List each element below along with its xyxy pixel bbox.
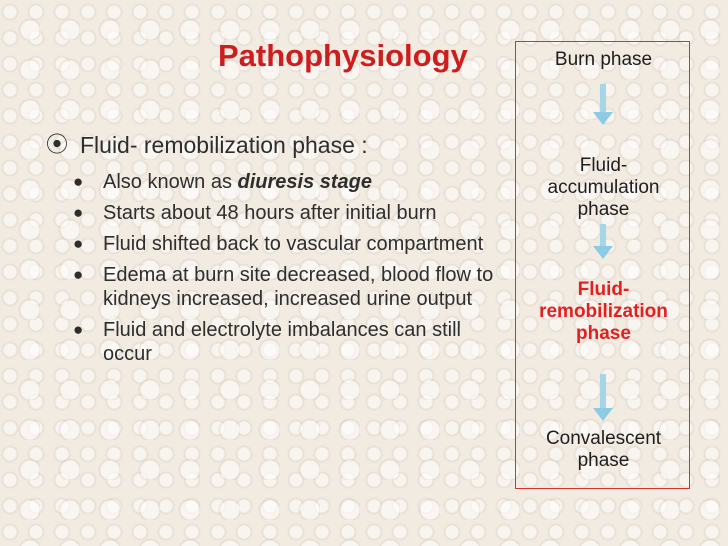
slide-title-text: Pathophysiology [218, 38, 468, 73]
sub-bullet-text: Fluid and electrolyte imbalances can sti… [103, 319, 461, 365]
sub-bullet: ● Fluid shifted back to vascular compart… [46, 232, 506, 256]
step-convalescent: Convalescent phase [545, 428, 662, 471]
step-fluid-accumulation: Fluid- accumulation phase [547, 155, 660, 220]
bullet-dot-icon: ● [73, 320, 84, 339]
sub-bullet: ● Also known as diuresis stage [46, 170, 506, 194]
sub-bullet-prefix: Also known as [103, 171, 238, 193]
bullet-dot-icon: ● [73, 172, 84, 191]
sub-bullet: ● Fluid and electrolyte imbalances can s… [46, 318, 506, 366]
bullet-dot-icon: ● [73, 203, 84, 222]
sub-bullet-text: Starts about 48 hours after initial burn [103, 202, 437, 224]
sub-bullet-text: Edema at burn site decreased, blood flow… [103, 264, 494, 310]
sub-bullet: ● Edema at burn site decreased, blood fl… [46, 263, 506, 311]
bullet-dot-icon: ● [73, 265, 84, 284]
sub-bullet: ● Starts about 48 hours after initial bu… [46, 201, 506, 225]
bullet-list: ⦿ Fluid- remobilization phase : ● Also k… [46, 130, 506, 373]
main-bullet: ⦿ Fluid- remobilization phase : [46, 130, 506, 160]
main-bullet-text: Fluid- remobilization phase : [80, 132, 368, 158]
phase-flowchart: Burn phase Fluid- accumulation phase Flu… [515, 41, 690, 489]
sub-bullet-text: Fluid shifted back to vascular compartme… [103, 233, 484, 255]
circled-dot-bullet-icon: ⦿ [46, 132, 69, 157]
step-fluid-remobilization: Fluid- remobilization phase [539, 279, 668, 344]
bullet-dot-icon: ● [73, 234, 84, 253]
step-burn-phase: Burn phase [554, 49, 653, 70]
sub-bullet-emphasis: diuresis stage [237, 171, 373, 193]
